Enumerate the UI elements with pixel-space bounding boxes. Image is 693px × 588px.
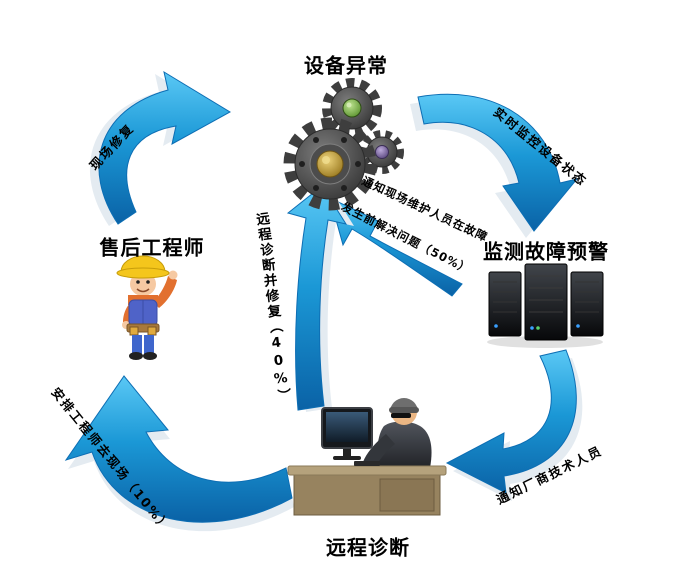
node-label-equipment-abnormal: 设备异常 [304, 53, 388, 78]
node-label-after-sales-engineer: 售后工程师 [99, 235, 205, 260]
arrow-remote-to-equipment [286, 185, 354, 412]
remote-operator-icon [287, 398, 447, 516]
arrow-monitor-to-remote [445, 349, 583, 501]
server-rack-icon [487, 263, 604, 348]
arrow-engineer-to-equipment [89, 70, 231, 226]
arrow-equipment-to-monitor [410, 93, 579, 238]
arrow-remote-to-engineer [64, 375, 294, 532]
node-label-remote-diagnosis: 远程诊断 [326, 535, 410, 560]
gears-icon [283, 78, 404, 211]
node-label-monitor-warning: 监测故障预警 [483, 239, 609, 264]
after-sales-engineer-icon [116, 255, 178, 360]
